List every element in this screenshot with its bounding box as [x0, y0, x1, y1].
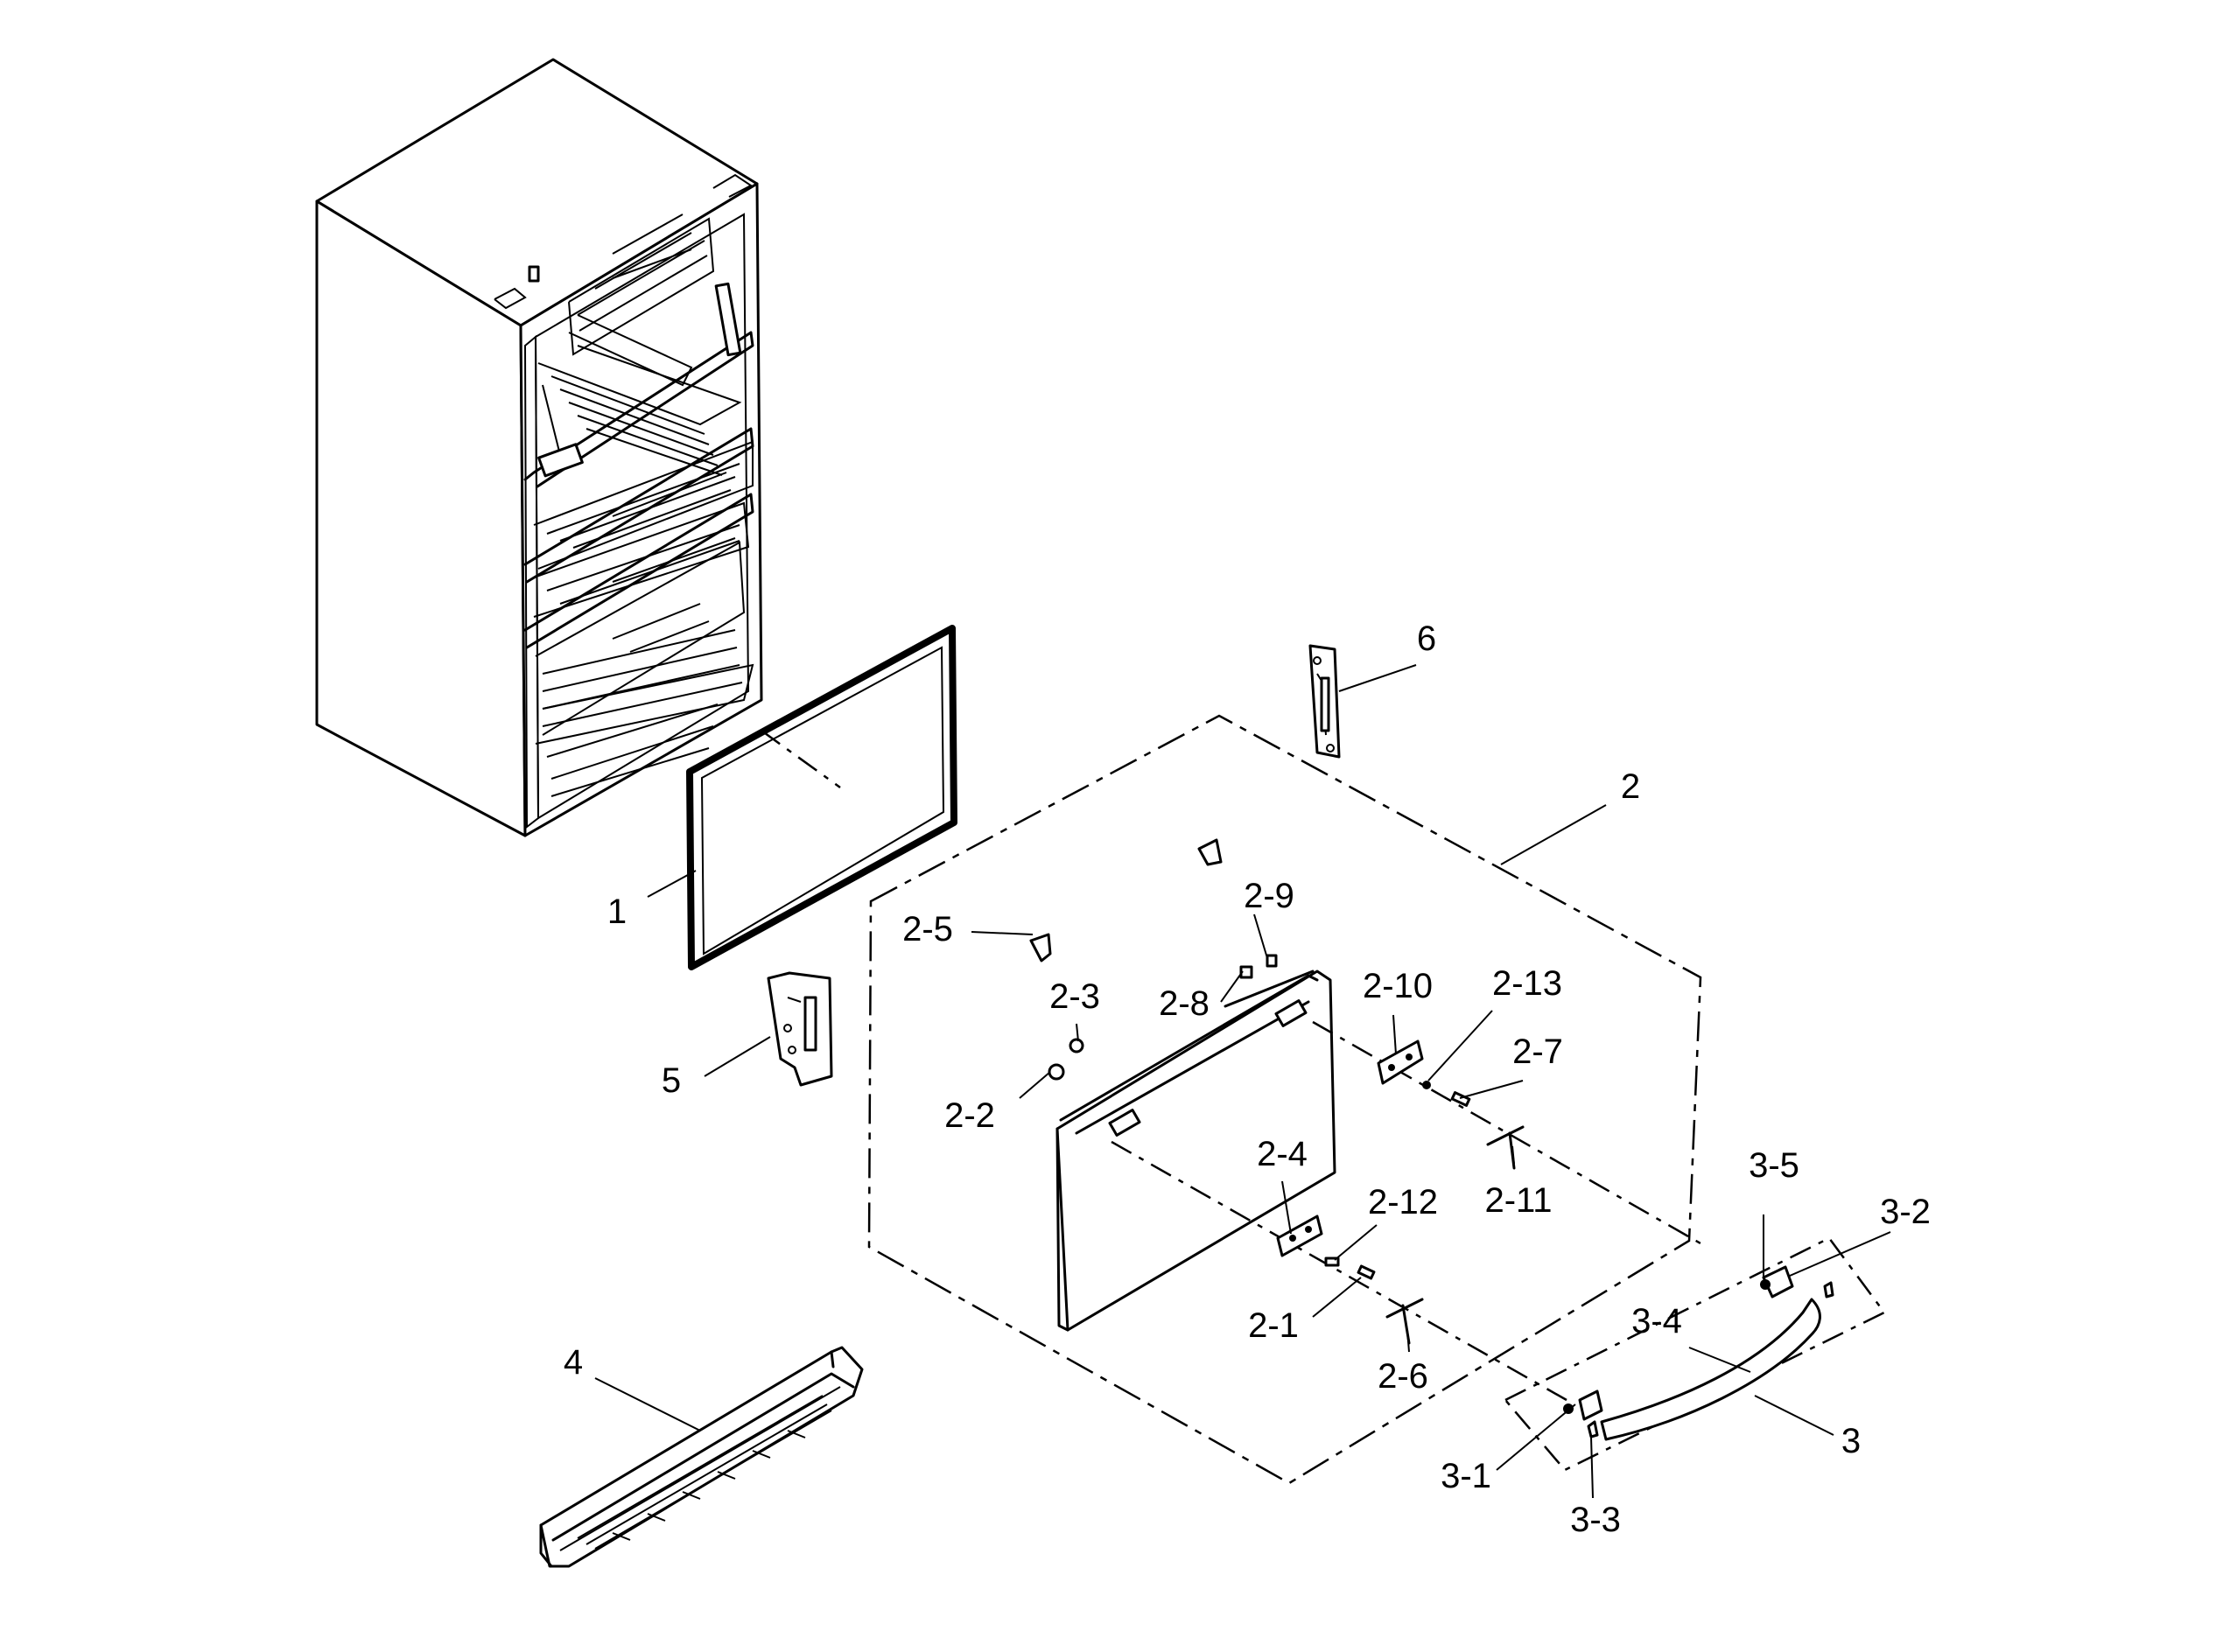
- door-assembly-boundary: [867, 714, 1702, 1485]
- callout-3: 3: [1841, 1422, 1861, 1460]
- callout-2-13: 2-13: [1492, 964, 1562, 1003]
- handle-assembly: [1504, 1236, 1886, 1472]
- callout-2-8: 2-8: [1159, 984, 1210, 1023]
- callout-3-4: 3-4: [1631, 1302, 1682, 1340]
- callout-2-4: 2-4: [1257, 1135, 1308, 1173]
- callout-5: 5: [662, 1061, 681, 1100]
- callout-1: 1: [607, 892, 627, 931]
- upper-bracket: [1308, 644, 1341, 759]
- callout-2-10: 2-10: [1363, 967, 1433, 1005]
- callout-2-9: 2-9: [1244, 877, 1294, 915]
- callout-3-2: 3-2: [1880, 1193, 1931, 1231]
- callout-2-1: 2-1: [1248, 1306, 1299, 1345]
- callout-2-11: 2-11: [1484, 1181, 1552, 1220]
- leader-lines: [594, 664, 1891, 1499]
- callout-3-1: 3-1: [1441, 1457, 1491, 1495]
- lower-bracket: [767, 971, 833, 1087]
- callout-2: 2: [1621, 767, 1640, 806]
- door-gasket: [686, 625, 957, 970]
- callout-2-6: 2-6: [1378, 1357, 1428, 1396]
- callout-2-2: 2-2: [944, 1096, 995, 1135]
- refrigerator-cabinet: [315, 58, 763, 837]
- callout-6: 6: [1417, 620, 1436, 658]
- callout-2-5: 2-5: [902, 910, 953, 948]
- drawer-door-panel: [1055, 970, 1708, 1402]
- callout-2-7: 2-7: [1512, 1032, 1563, 1071]
- callout-labels: 1 2 2-1 2-2 2-3 2-4 2-5 2-6 2-7 2-8 2-9 2-10 2-11 2-1…: [564, 620, 1931, 1539]
- callout-2-3: 2-3: [1049, 977, 1100, 1016]
- callout-4: 4: [564, 1343, 583, 1382]
- callout-2-12: 2-12: [1368, 1183, 1438, 1222]
- door-bin: [539, 1346, 864, 1568]
- callout-3-5: 3-5: [1749, 1146, 1799, 1185]
- callout-3-3: 3-3: [1570, 1501, 1621, 1539]
- hardware-parts: [1029, 838, 1525, 1345]
